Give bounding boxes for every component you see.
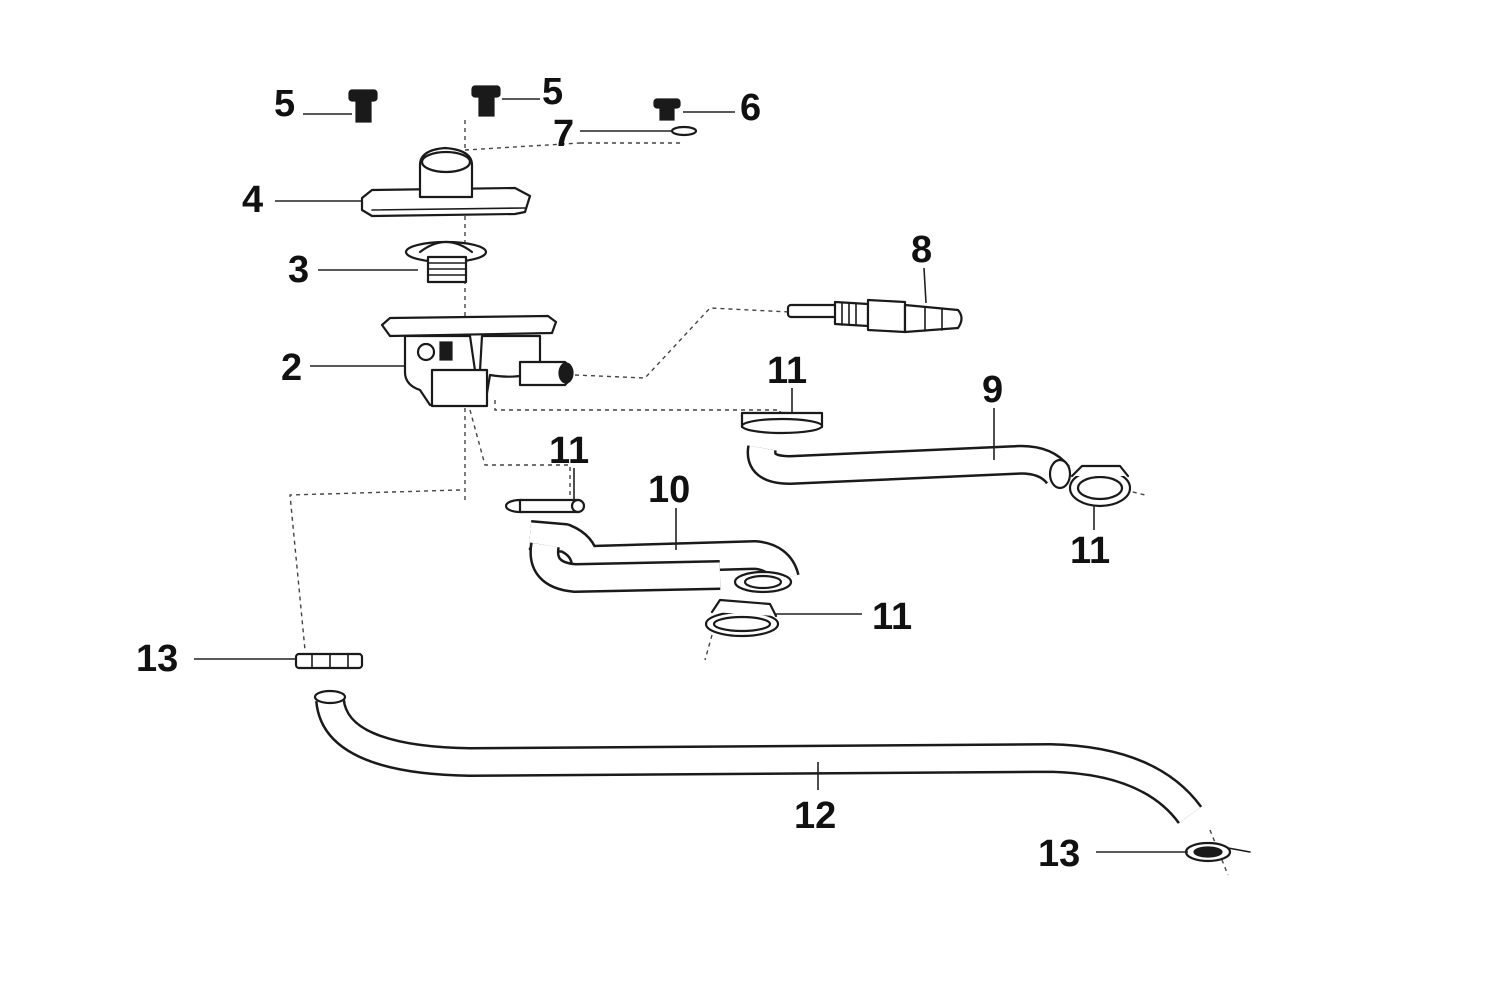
- callout-10: 10: [648, 469, 690, 511]
- callout-3: 3: [288, 249, 309, 291]
- assembly-guide-lines: [289, 120, 1229, 876]
- callout-9: 9: [982, 369, 1003, 411]
- hose-part-9: [746, 444, 1072, 490]
- callout-8: 8: [911, 229, 932, 271]
- bolt-part-5b: [471, 85, 501, 117]
- thermostat-housing-part-2: [380, 314, 574, 408]
- hose-clamp-part-11d: [704, 598, 780, 638]
- callout-11d: 11: [872, 596, 912, 638]
- hose-clamp-part-13a: [294, 652, 364, 670]
- thermostat-cover-part-4: [360, 146, 532, 218]
- callout-5b: 5: [542, 71, 563, 113]
- screw-part-6: [653, 98, 681, 121]
- hose-part-12: [313, 689, 1203, 825]
- callout-13b: 13: [1038, 833, 1080, 875]
- leader-lines: [194, 98, 1188, 853]
- callout-6: 6: [740, 87, 761, 129]
- callout-labels: 5 5 6 7 4 3 2 8 11 9 11 10 11 11 13 12 1…: [136, 71, 1110, 875]
- callout-7: 7: [553, 113, 574, 155]
- hose-clamp-part-11a: [740, 411, 824, 435]
- hose-clamp-part-13b: [1184, 841, 1251, 863]
- callout-4: 4: [242, 179, 263, 221]
- bolt-part-5a: [348, 89, 378, 123]
- hose-part-10: [528, 520, 800, 594]
- washer-part-7: [670, 125, 698, 137]
- callout-11b: 11: [549, 430, 589, 472]
- thermostat-part-3: [404, 240, 488, 284]
- callout-11c: 11: [1070, 530, 1110, 572]
- hose-clamp-part-11b: [504, 498, 586, 514]
- hose-clamp-part-11c: [1068, 464, 1132, 508]
- callout-2: 2: [281, 347, 302, 389]
- callout-5a: 5: [274, 83, 295, 125]
- temperature-sensor-part-8: [786, 298, 963, 334]
- callout-11a: 11: [767, 350, 807, 392]
- callout-13a: 13: [136, 638, 178, 680]
- callout-12: 12: [794, 795, 836, 837]
